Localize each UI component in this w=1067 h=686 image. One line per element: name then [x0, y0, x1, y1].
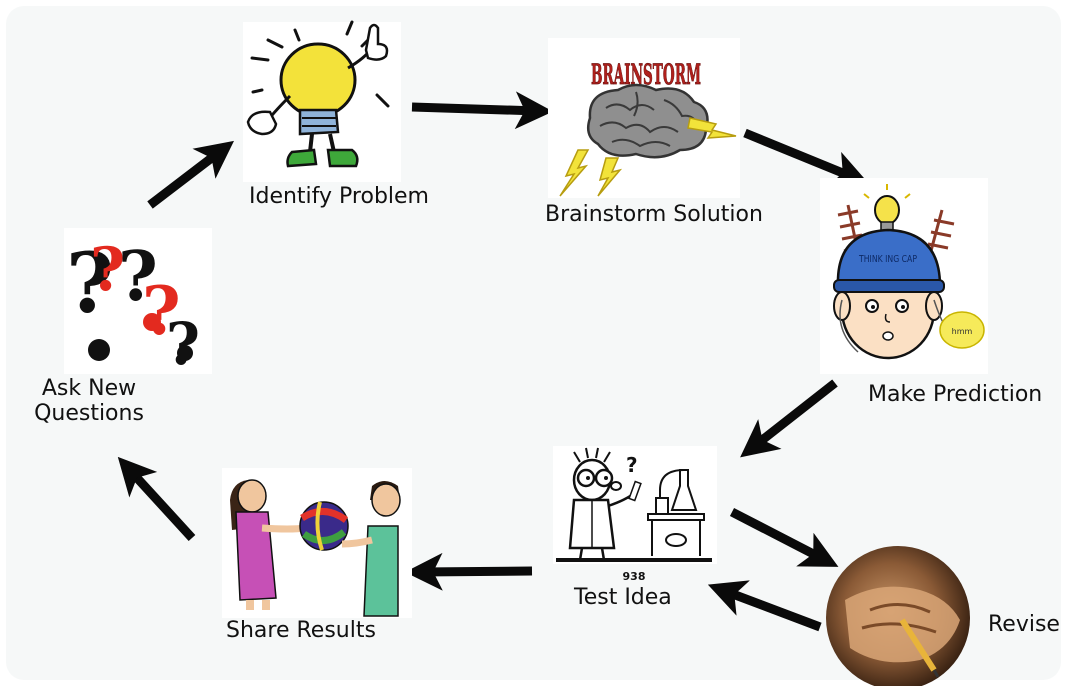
label-ask-new-questions: Ask New Questions [24, 376, 154, 427]
lab-caption-text: 938 [623, 570, 646, 583]
svg-text:?: ? [626, 453, 638, 477]
think-cap-boy-icon: THINK ING CAP hmm [820, 178, 988, 374]
svg-text:?: ? [166, 310, 200, 378]
label-identify-problem: Identify Problem [249, 184, 429, 209]
label-make-prediction: Make Prediction [868, 382, 1043, 407]
think-cap-text: THINK ING CAP [858, 254, 917, 265]
cycle-arrows [117, 91, 869, 632]
arrow-identify-to-brainstorm [411, 91, 554, 130]
arrow-test-to-revise [729, 508, 839, 567]
arrow-predict-to-test [740, 379, 838, 458]
arrow-ask-to-identify [147, 140, 235, 209]
arrow-share-to-ask [117, 456, 196, 542]
arrow-revise-to-test [707, 580, 822, 632]
arrow-test-to-share [404, 552, 533, 591]
brainstorm-brain-icon: BRAINSTORM [548, 38, 740, 198]
label-ask-new-questions-line2: Questions [34, 401, 144, 427]
thought-bubble-text: hmm [952, 327, 973, 336]
label-brainstorm-solution: Brainstorm Solution [545, 202, 763, 227]
lightbulb-character-icon [243, 20, 401, 182]
svg-text:?: ? [90, 235, 125, 305]
label-ask-new-questions-line1: Ask New [41, 376, 137, 401]
svg-text:?: ? [142, 272, 181, 350]
people-sharing-ball-icon [222, 468, 412, 618]
svg-text:?: ? [66, 236, 114, 332]
svg-text:?: ? [118, 237, 158, 317]
label-revise: Revise [988, 612, 1060, 637]
question-marks-icon: ? ? ? ? ? [64, 228, 212, 378]
scientist-lab-icon: ? 938 [553, 446, 717, 583]
arrow-brainstorm-to-predict [743, 128, 869, 187]
hand-writing-icon [826, 546, 970, 686]
label-share-results: Share Results [226, 618, 376, 643]
label-test-idea: Test Idea [574, 585, 672, 610]
